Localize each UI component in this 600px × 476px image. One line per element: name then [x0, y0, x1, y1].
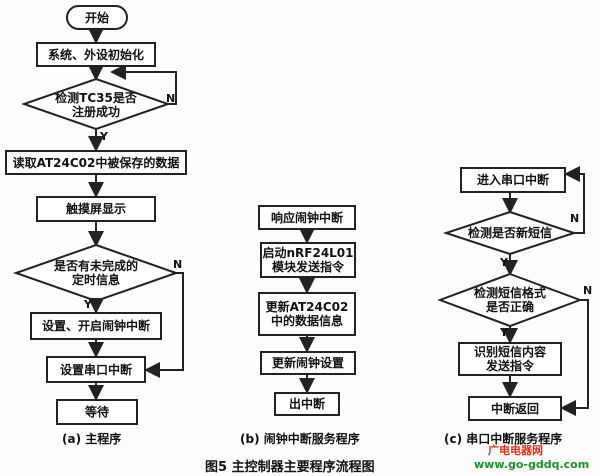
caption-b: (b) 闹钟中断服务程序: [240, 432, 360, 446]
alarm-isr-entry: 响应闹钟中断: [258, 205, 356, 230]
check-tc35-text: 检测TC35是否 注册成功: [55, 91, 137, 119]
check-timer-yes-label: Y: [84, 298, 92, 311]
check-timer-no-label: N: [173, 258, 183, 271]
check-tc35-no-label: N: [166, 92, 176, 105]
watermark-cn: 广电电器网: [488, 444, 543, 457]
update-alarm-step: 更新闹钟设置: [260, 351, 356, 375]
init-step: 系统、外设初始化: [36, 42, 156, 67]
check-sms-no-label: N: [570, 212, 580, 225]
identify-sms-step: 识别短信内容 发送指令: [458, 342, 562, 376]
enable-alarm-interrupt-step: 设置、开启闹钟中断: [30, 312, 162, 340]
caption-c: (c) 串口中断服务程序: [444, 432, 563, 446]
check-sms-yes-label: Y: [500, 256, 508, 269]
caption-a: (a) 主程序: [62, 432, 122, 446]
check-sms-format-text: 检测短信格式 是否正确: [473, 286, 546, 314]
check-format-no-label: N: [583, 284, 593, 297]
update-at24c02-step: 更新AT24C02 中的数据信息: [258, 292, 356, 336]
serial-isr-entry: 进入串口中断: [460, 167, 566, 193]
read-at24c02-step: 读取AT24C02中被保存的数据: [5, 150, 187, 175]
wait-step: 等待: [56, 399, 138, 425]
start-terminal: 开始: [66, 5, 128, 30]
touchscreen-display-step: 触摸屏显示: [36, 196, 156, 222]
figure-caption: 图5 主控制器主要程序流程图: [205, 460, 375, 475]
set-serial-interrupt-step: 设置串口中断: [46, 356, 146, 383]
exit-interrupt-step: 出中断: [274, 392, 340, 416]
check-new-sms-text: 检测是否新短信: [467, 226, 552, 240]
interrupt-return-step: 中断返回: [468, 396, 562, 421]
watermark-url: www.go-gddq.com: [474, 458, 590, 471]
check-format-yes-label: Y: [500, 326, 508, 339]
check-timer-text: 是否有未完成的 定时信息: [53, 259, 138, 287]
check-tc35-yes-label: Y: [100, 130, 108, 143]
send-nrf24l01-step: 启动nRF24L01 模块发送指令: [260, 242, 356, 278]
